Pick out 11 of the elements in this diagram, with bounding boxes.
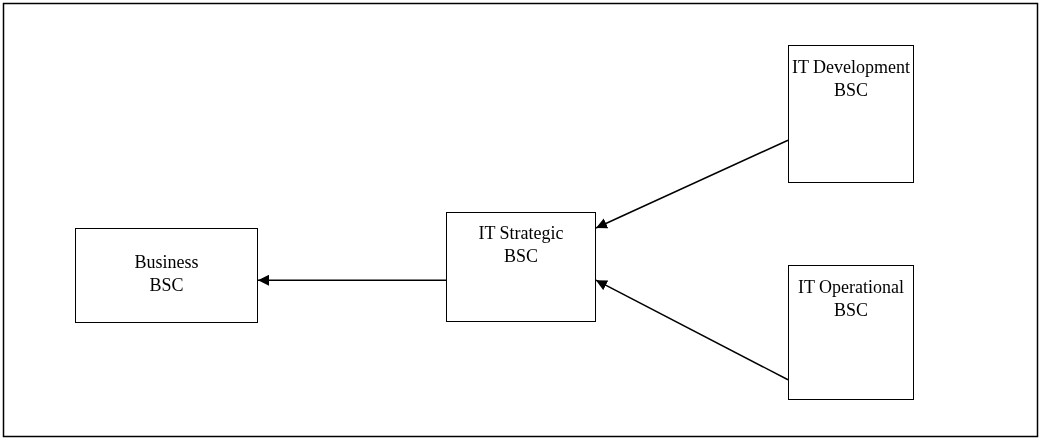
box-label: IT Development BSC <box>791 56 911 102</box>
process-box <box>446 212 596 322</box>
arrow <box>257 274 447 286</box>
box-label: IT Operational BSC <box>796 276 906 322</box>
arrow <box>595 279 789 381</box>
process-box <box>788 265 914 400</box>
process-box <box>788 45 914 183</box>
arrow <box>595 139 789 229</box>
process-box <box>75 228 258 323</box>
box-label: IT Strategic BSC <box>477 222 565 268</box>
box-label: Business BSC <box>133 251 200 297</box>
